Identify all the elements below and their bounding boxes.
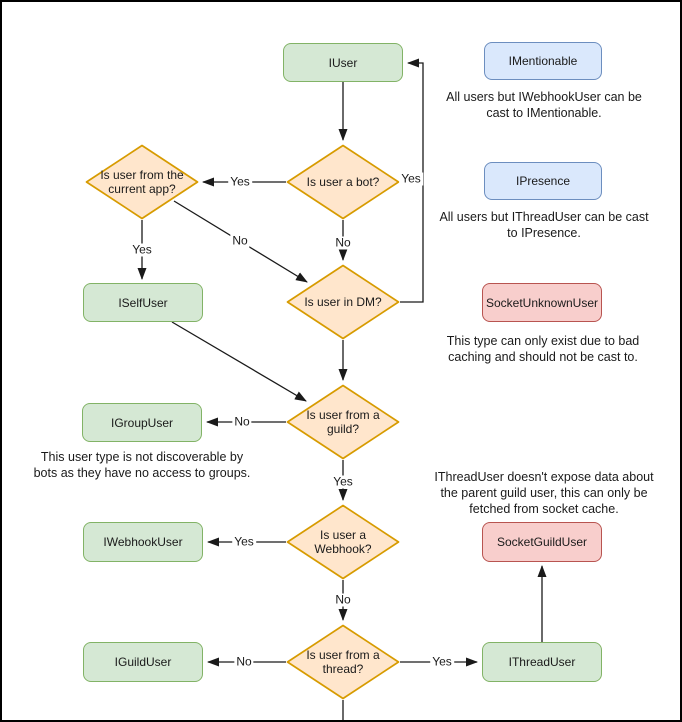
node-ipresence: IPresence [484, 162, 602, 200]
node-socketguilduser: SocketGuildUser [482, 522, 602, 562]
edge-label-yes-guild-to-webhook: Yes [331, 474, 355, 489]
decision-from-current-app: Is user from the current app? [85, 144, 199, 220]
decision-is-webhook: Is user a Webhook? [286, 504, 400, 580]
node-imentionable-label: IMentionable [508, 54, 578, 68]
node-iselfuser-label: ISelfUser [118, 295, 168, 310]
decision-from-thread-label: Is user from a thread? [306, 648, 380, 676]
edge-label-no-currentapp-to-dm: No [230, 233, 250, 248]
node-iuser-label: IUser [328, 55, 358, 70]
edge-label-no-thread-to-guilduser: No [234, 654, 254, 669]
node-ipresence-label: IPresence [515, 174, 571, 188]
annotation-ipresence: All users but IThreadUser can be cast to… [439, 210, 649, 240]
node-socketunknownuser-label: SocketUnknownUser [485, 295, 599, 310]
diamond-shape [286, 144, 400, 220]
decision-from-guild-label: Is user from a guild? [306, 408, 380, 436]
diamond-shape [286, 264, 400, 340]
edge-label-yes-bot-to-currentapp: Yes [228, 174, 252, 189]
decision-is-user-a-bot: Is user a bot? [286, 144, 400, 220]
node-socketunknownuser: SocketUnknownUser [482, 283, 602, 322]
diamond-shape [286, 384, 400, 460]
diamond-shape [286, 504, 400, 580]
node-ithreaduser: IThreadUser [482, 642, 602, 682]
annotation-igroupuser: This user type is not discoverable by bo… [33, 450, 251, 480]
node-iuser: IUser [283, 43, 403, 82]
annotation-imentionable: All users but IWebhookUser can be cast t… [446, 90, 642, 120]
diamond-shape [85, 144, 199, 220]
decision-from-thread: Is user from a thread? [286, 624, 400, 700]
node-igroupuser: IGroupUser [82, 403, 202, 442]
decision-in-dm-label: Is user in DM? [304, 295, 382, 309]
node-iguilduser-label: IGuildUser [114, 655, 172, 669]
decision-from-current-app-label: Is user from the current app? [100, 168, 184, 196]
edge-label-no-bot-to-dm: No [333, 235, 353, 250]
edge-label-yes-thread-to-threaduser: Yes [430, 654, 454, 669]
node-iselfuser: ISelfUser [83, 283, 203, 322]
edge-label-yes-webhook-to-webhookuser: Yes [232, 534, 256, 549]
edge-label-no-webhook-to-thread: No [333, 592, 353, 607]
decision-in-dm: Is user in DM? [286, 264, 400, 340]
edge-label-yes-dm-to-iuser: Yes [399, 171, 423, 186]
edge-label-yes-currentapp-to-selfuser: Yes [130, 242, 154, 257]
node-imentionable: IMentionable [484, 42, 602, 80]
edge-label-no-guild-to-groupuser: No [232, 414, 252, 429]
decision-from-guild: Is user from a guild? [286, 384, 400, 460]
node-iwebhookuser: IWebhookUser [83, 522, 203, 562]
annotation-socketunknownuser: This type can only exist due to bad cach… [446, 334, 640, 364]
decision-is-user-a-bot-label: Is user a bot? [306, 175, 380, 189]
diamond-shape [286, 624, 400, 700]
node-iwebhookuser-label: IWebhookUser [103, 535, 183, 549]
decision-is-webhook-label: Is user a Webhook? [314, 528, 372, 556]
node-ithreaduser-label: IThreadUser [508, 655, 576, 669]
node-socketguilduser-label: SocketGuildUser [496, 535, 588, 549]
annotation-ithreaduser: IThreadUser doesn't expose data about th… [434, 470, 654, 516]
node-igroupuser-label: IGroupUser [110, 415, 174, 430]
node-iguilduser: IGuildUser [83, 642, 203, 682]
